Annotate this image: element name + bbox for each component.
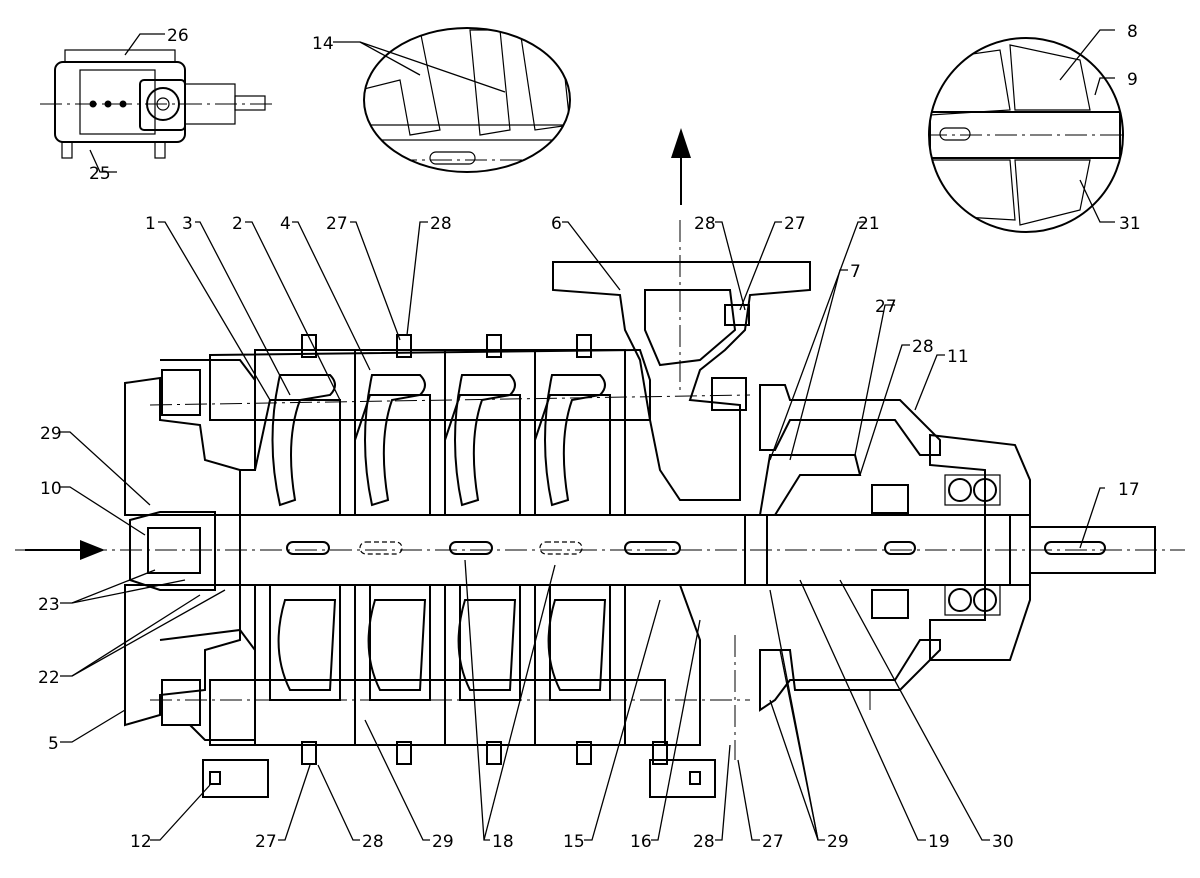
label-18: 18 [492,832,514,852]
bearing-housing [758,384,1031,712]
label-28-top-left: 28 [430,214,452,234]
label-2: 2 [232,214,243,234]
label-7: 7 [850,262,861,282]
part-labels: 26 25 14 8 9 31 1 3 2 4 27 28 6 28 27 21… [38,22,1141,852]
label-10: 10 [40,479,62,499]
label-21: 21 [858,214,880,234]
detail-external-view [40,49,275,159]
label-22: 22 [38,668,60,688]
label-1: 1 [145,214,156,234]
label-6: 6 [551,214,562,234]
label-27-top-left: 27 [326,214,348,234]
label-27-bottom-right: 27 [762,832,784,852]
stage-casings-top [209,348,651,516]
label-17: 17 [1118,480,1140,500]
label-28-top-right: 28 [694,214,716,234]
label-27-bottom-left: 27 [255,832,277,852]
label-19: 19 [928,832,950,852]
label-25: 25 [89,164,111,184]
label-4: 4 [280,214,291,234]
detail-view-seal [928,37,1124,233]
pump-foot-right [649,759,716,798]
tie-bolts-top [301,334,592,358]
label-15: 15 [563,832,585,852]
label-28-bottom-right: 28 [693,832,715,852]
shaft-end-nut [129,511,216,591]
label-16: 16 [630,832,652,852]
label-30: 30 [992,832,1014,852]
label-28-right: 28 [912,337,934,357]
label-27-top-right: 27 [784,214,806,234]
arrow-right-icon [25,540,105,560]
pump-foot-left [202,759,269,798]
arrow-up-icon [671,128,691,205]
label-31: 31 [1119,214,1141,234]
label-27-right: 27 [875,297,897,317]
detail-view-14 [363,27,571,173]
label-11: 11 [947,347,969,367]
label-3: 3 [182,214,193,234]
label-12: 12 [130,832,152,852]
label-23: 23 [38,595,60,615]
discharge-casing [552,261,811,501]
label-29-bottom-right: 29 [827,832,849,852]
tie-bolts-bottom [301,741,668,765]
label-28-bottom-left: 28 [362,832,384,852]
leader-lines [60,29,1115,841]
label-5: 5 [48,734,59,754]
label-14: 14 [312,34,334,54]
label-29-bottom: 29 [432,832,454,852]
label-9: 9 [1127,70,1138,90]
label-29-left: 29 [40,424,62,444]
label-26: 26 [167,26,189,46]
stage-casings-bottom [209,584,701,746]
label-8: 8 [1127,22,1138,42]
